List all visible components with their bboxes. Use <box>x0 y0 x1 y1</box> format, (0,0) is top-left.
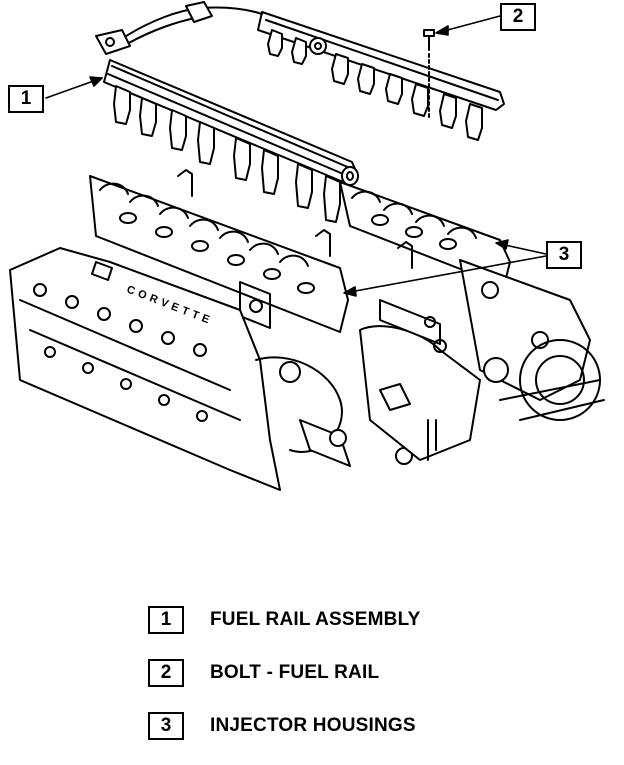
injector-housings <box>89 169 511 333</box>
callout-3: 3 <box>546 241 582 269</box>
legend-number: 1 <box>148 606 184 634</box>
legend: 1 FUEL RAIL ASSEMBLY 2 BOLT - FUEL RAIL … <box>148 606 568 765</box>
fuel-rail-diagram: CORVETTE <box>9 1 605 491</box>
legend-row: 1 FUEL RAIL ASSEMBLY <box>148 606 568 659</box>
callout-1: 1 <box>8 85 44 113</box>
front-fuel-rail <box>103 59 359 223</box>
legend-label: INJECTOR HOUSINGS <box>210 715 416 736</box>
legend-number: 2 <box>148 659 184 687</box>
legend-row: 2 BOLT - FUEL RAIL <box>148 659 568 712</box>
fuel-rail-bolt <box>423 29 435 121</box>
front-injectors <box>113 85 341 223</box>
engine-block <box>9 247 605 491</box>
legend-label: BOLT - FUEL RAIL <box>210 662 380 683</box>
rear-injectors <box>267 29 483 141</box>
legend-row: 3 INJECTOR HOUSINGS <box>148 712 568 765</box>
leader-lines <box>45 15 547 297</box>
legend-label: FUEL RAIL ASSEMBLY <box>210 609 421 630</box>
rear-fuel-rail <box>95 1 505 141</box>
legend-number: 3 <box>148 712 184 740</box>
callout-2: 2 <box>500 3 536 31</box>
